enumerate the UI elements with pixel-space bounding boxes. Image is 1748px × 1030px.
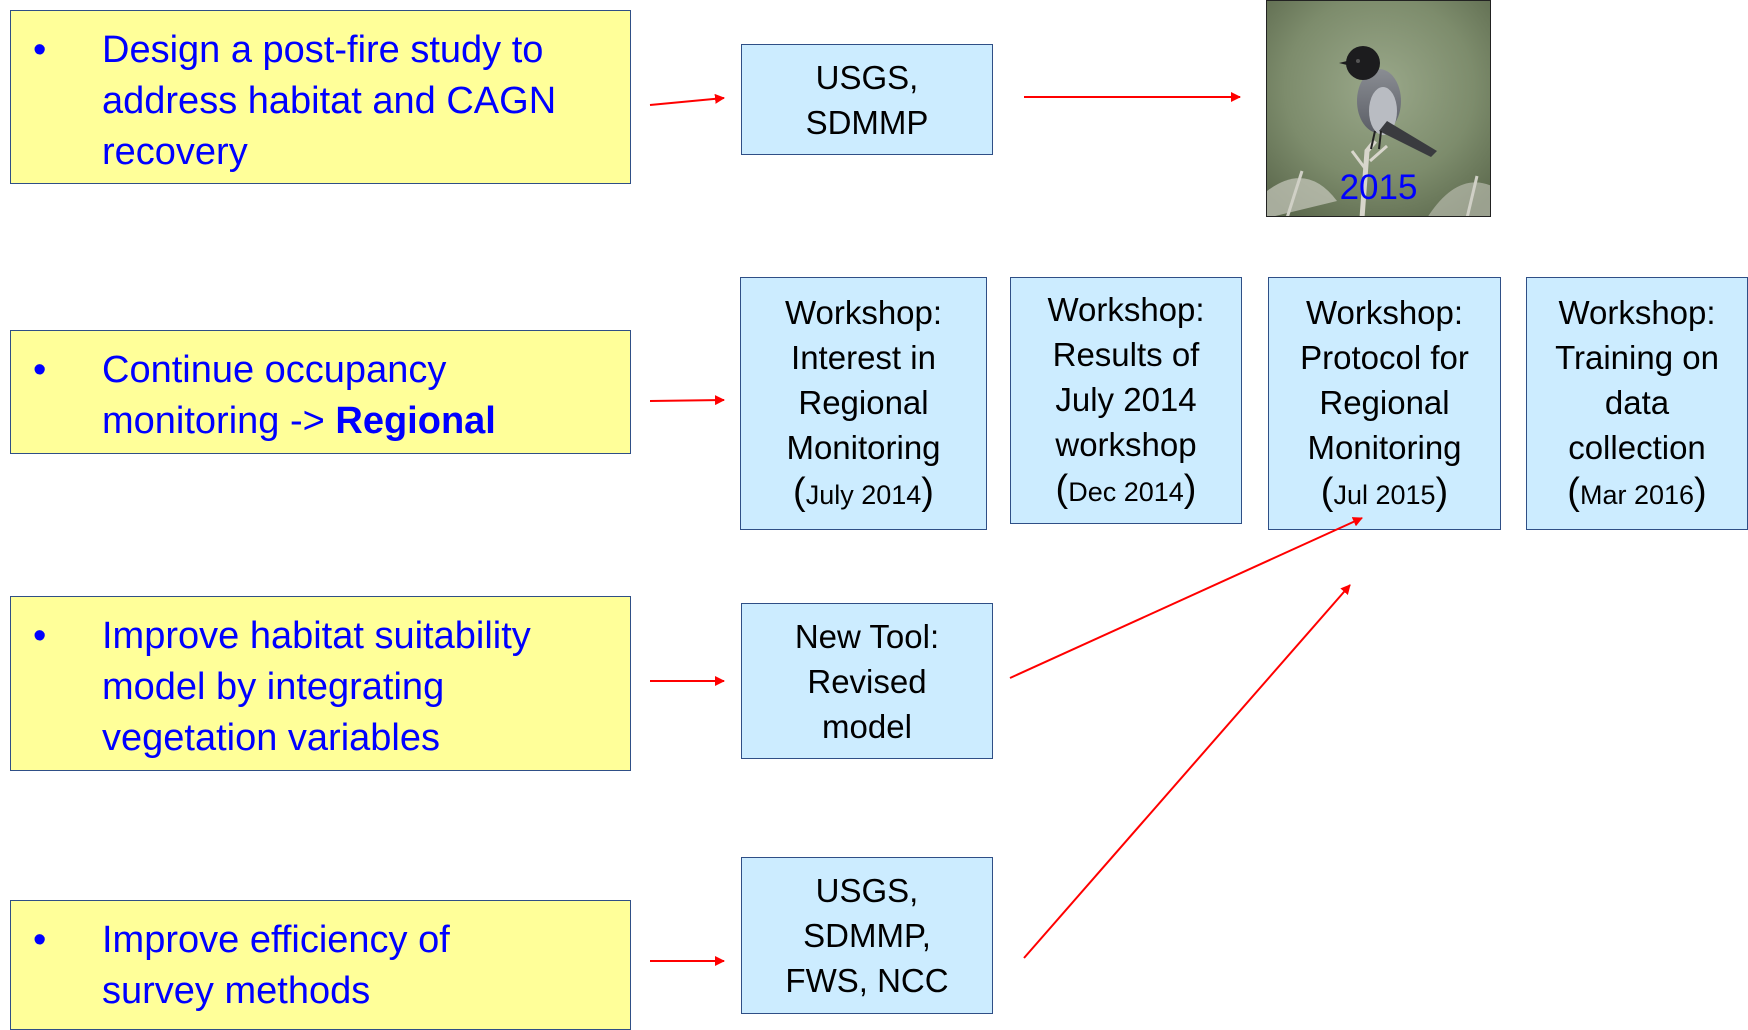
goal-line: address habitat and CAGN bbox=[102, 80, 557, 122]
box-line: Regional bbox=[798, 383, 929, 421]
arrow-tool-to-workshop bbox=[1009, 517, 1363, 679]
goal-line: Continue occupancy bbox=[102, 349, 447, 391]
goal-line: model by integrating bbox=[102, 666, 445, 708]
box-line: USGS, bbox=[815, 58, 919, 96]
bullet: • bbox=[33, 29, 47, 71]
goal-line: Improve efficiency of bbox=[102, 919, 450, 961]
bullet: • bbox=[33, 349, 47, 391]
box-line: Monitoring bbox=[786, 428, 941, 466]
box-line: New Tool: bbox=[794, 617, 940, 655]
box-line: SDMMP bbox=[805, 103, 929, 141]
box-line: Workshop: bbox=[1558, 293, 1716, 331]
partners-box-1: USGS, SDMMP bbox=[741, 44, 993, 155]
goal-line-2: monitoring -> Regional bbox=[102, 396, 620, 447]
box-line: Interest in bbox=[791, 338, 936, 376]
new-tool-box: New Tool: Revised model bbox=[741, 603, 993, 759]
goal-emphasis: Regional bbox=[335, 400, 496, 442]
box-line: Revised bbox=[807, 662, 927, 700]
box-line: workshop bbox=[1055, 425, 1197, 463]
box-line: Regional bbox=[1319, 383, 1450, 421]
goal-line: vegetation variables bbox=[102, 717, 440, 759]
goal-text-postfire: Design a post-fire study to address habi… bbox=[102, 25, 620, 178]
box-line: Protocol for bbox=[1300, 338, 1469, 376]
workshop-box-jul-2015: Workshop: Protocol for Regional Monitori… bbox=[1268, 277, 1501, 530]
goal-text-occupancy: Continue occupancy monitoring -> Regiona… bbox=[102, 345, 620, 447]
box-line: collection bbox=[1568, 428, 1706, 466]
workshop-date: (Dec 2014) bbox=[1055, 467, 1197, 510]
box-line: FWS, NCC bbox=[785, 962, 949, 999]
arrow-goal2-to-workshop bbox=[649, 395, 725, 406]
box-line: July 2014 bbox=[1055, 380, 1197, 418]
box-line: Monitoring bbox=[1307, 428, 1462, 466]
goal-line: recovery bbox=[102, 131, 248, 173]
bird-photo: 2015 bbox=[1266, 0, 1491, 217]
goal-line: Design a post-fire study to bbox=[102, 29, 544, 71]
box-line: SDMMP, bbox=[803, 917, 931, 954]
workshop-box-mar-2016: Workshop: Training on data collection (M… bbox=[1526, 277, 1748, 530]
workshop-box-dec-2014: Workshop: Results of July 2014 workshop … bbox=[1010, 277, 1242, 524]
workshop-date: (Mar 2016) bbox=[1567, 470, 1707, 513]
arrow-partners-to-workshop bbox=[1023, 584, 1351, 959]
goal-box-survey: • Improve efficiency of survey methods bbox=[10, 900, 631, 1030]
workshop-date: (July 2014) bbox=[793, 470, 934, 513]
box-line: model bbox=[822, 707, 912, 745]
bullet: • bbox=[33, 615, 47, 657]
workshop-date: (Jul 2015) bbox=[1320, 470, 1449, 513]
goal-line: survey methods bbox=[102, 970, 371, 1012]
box-line: Workshop: bbox=[1047, 290, 1205, 328]
box-line: Workshop: bbox=[784, 293, 943, 331]
goal-text-habitat-model: Improve habitat suitability model by int… bbox=[102, 611, 620, 764]
goal-box-occupancy: • Continue occupancy monitoring -> Regio… bbox=[10, 330, 631, 454]
box-line: Results of bbox=[1052, 335, 1200, 373]
partners-box-2: USGS, SDMMP, FWS, NCC bbox=[741, 857, 993, 1014]
photo-year-label: 2015 bbox=[1339, 168, 1418, 207]
box-line: Training on bbox=[1555, 338, 1719, 376]
workshop-box-july-2014: Workshop: Interest in Regional Monitorin… bbox=[740, 277, 987, 530]
arrow-goal1-to-partners bbox=[649, 93, 725, 106]
goal-box-postfire: • Design a post-fire study to address ha… bbox=[10, 10, 631, 184]
goal-line: Improve habitat suitability bbox=[102, 615, 531, 657]
bird-image bbox=[1267, 1, 1490, 216]
box-line: USGS, bbox=[815, 872, 919, 909]
goal-line-prefix: monitoring -> bbox=[102, 400, 336, 442]
goal-text-survey: Improve efficiency of survey methods bbox=[102, 915, 620, 1017]
box-line: Workshop: bbox=[1305, 293, 1464, 331]
bullet: • bbox=[33, 919, 47, 961]
goal-box-habitat-model: • Improve habitat suitability model by i… bbox=[10, 596, 631, 771]
box-line: data bbox=[1604, 383, 1670, 421]
